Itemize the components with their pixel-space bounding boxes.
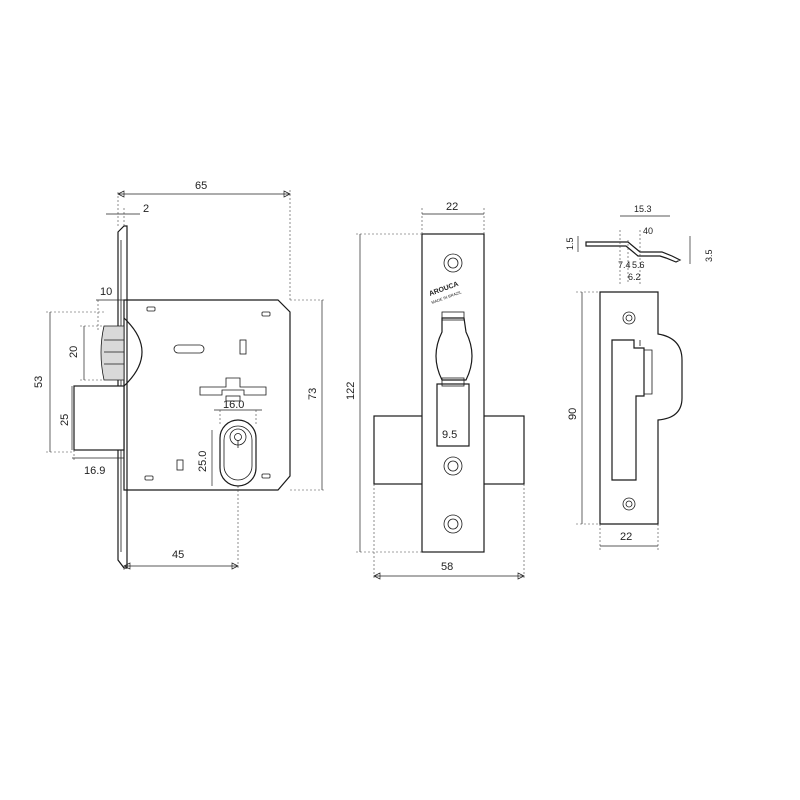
dim-122: 122	[345, 382, 357, 400]
dim-22-strike: 22	[620, 531, 632, 543]
dim-25-0: 25.0	[197, 451, 209, 472]
dim-2: 2	[143, 203, 149, 215]
strike-profile	[585, 241, 682, 263]
dim-10: 10	[100, 286, 112, 298]
dim-15-3: 15.3	[634, 204, 652, 214]
dim-73: 73	[307, 388, 319, 400]
front-latch	[435, 317, 473, 381]
front-view: AROUCA MADE IN BRAZIL 22 122 9.5 58	[345, 201, 525, 580]
strike-opening	[611, 339, 645, 481]
dim-45: 45	[172, 549, 184, 561]
key-slot	[199, 377, 267, 396]
dead-bolt	[73, 385, 125, 451]
case-oval-slot	[173, 344, 205, 354]
dim-25: 25	[59, 414, 71, 426]
dim-6-2: 6.2	[628, 272, 641, 282]
latch-bolt	[100, 317, 143, 387]
dim-16-9: 16.9	[84, 465, 105, 477]
dim-53: 53	[33, 376, 45, 388]
front-bolt-slot	[436, 383, 470, 447]
dim-16-0: 16.0	[223, 399, 244, 411]
lock-case	[123, 299, 291, 491]
dim-20: 20	[68, 346, 80, 358]
dim-90: 90	[567, 408, 579, 420]
dim-5-6: 5.6	[632, 260, 645, 270]
cylinder	[219, 419, 257, 487]
strike-plate	[599, 291, 683, 525]
dim-3-5: 3.5	[704, 249, 714, 262]
side-view: 65 2 10 20 53 25 16.9 73 16.0	[33, 180, 326, 570]
dim-58: 58	[441, 561, 453, 573]
dim-40: 40	[643, 226, 653, 236]
dim-22-front: 22	[446, 201, 458, 213]
strike-plate-view: 15.3 1.5 40 3.5 7.4 5.6 6.2 90 22	[565, 204, 714, 550]
dim-1-5: 1.5	[565, 237, 575, 250]
dim-7-4: 7.4	[618, 260, 631, 270]
dim-65: 65	[195, 180, 207, 192]
dim-9-5: 9.5	[442, 429, 457, 441]
front-faceplate	[421, 233, 485, 553]
